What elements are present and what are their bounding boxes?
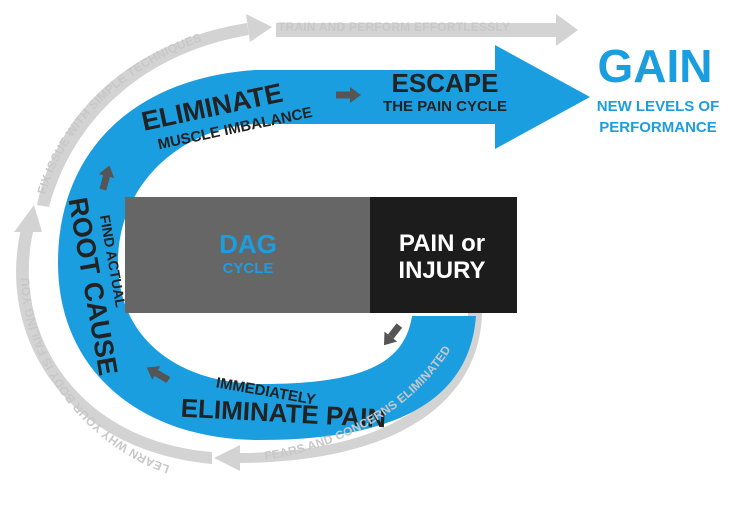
main-blue-arrow <box>58 45 590 440</box>
escape-label: ESCAPE <box>392 68 499 98</box>
pain-injury-box <box>370 197 517 313</box>
performance-label: PERFORMANCE <box>599 119 717 136</box>
pain-or-label: PAIN or <box>399 230 485 257</box>
step-arrow-4 <box>336 87 361 103</box>
the-pain-cycle-label: THE PAIN CYCLE <box>383 98 507 115</box>
step-arrow-1 <box>383 323 403 346</box>
gain-label: GAIN <box>598 40 713 92</box>
train-label: TRAIN AND PERFORM EFFORTLESSLY <box>278 20 510 34</box>
outer-arrow-top-head <box>556 14 578 46</box>
cycle-label: CYCLE <box>223 260 274 277</box>
outer-arrow-upper-head <box>246 14 272 42</box>
outer-arrow-bottom-head <box>214 445 240 471</box>
dag-label: DAG <box>219 229 277 259</box>
outer-gray-arrow <box>14 14 578 471</box>
blue-ring <box>58 45 590 440</box>
outer-arrow-upper-left <box>37 23 249 207</box>
step-arrows <box>98 87 403 384</box>
outer-arrow-top-shaft <box>276 23 558 37</box>
injury-label: INJURY <box>398 257 485 284</box>
dag-cycle-box <box>125 197 370 313</box>
step-arrow-2 <box>146 366 171 384</box>
outer-arrow-left-head <box>14 205 42 232</box>
new-levels-label: NEW LEVELS OF <box>597 98 720 115</box>
